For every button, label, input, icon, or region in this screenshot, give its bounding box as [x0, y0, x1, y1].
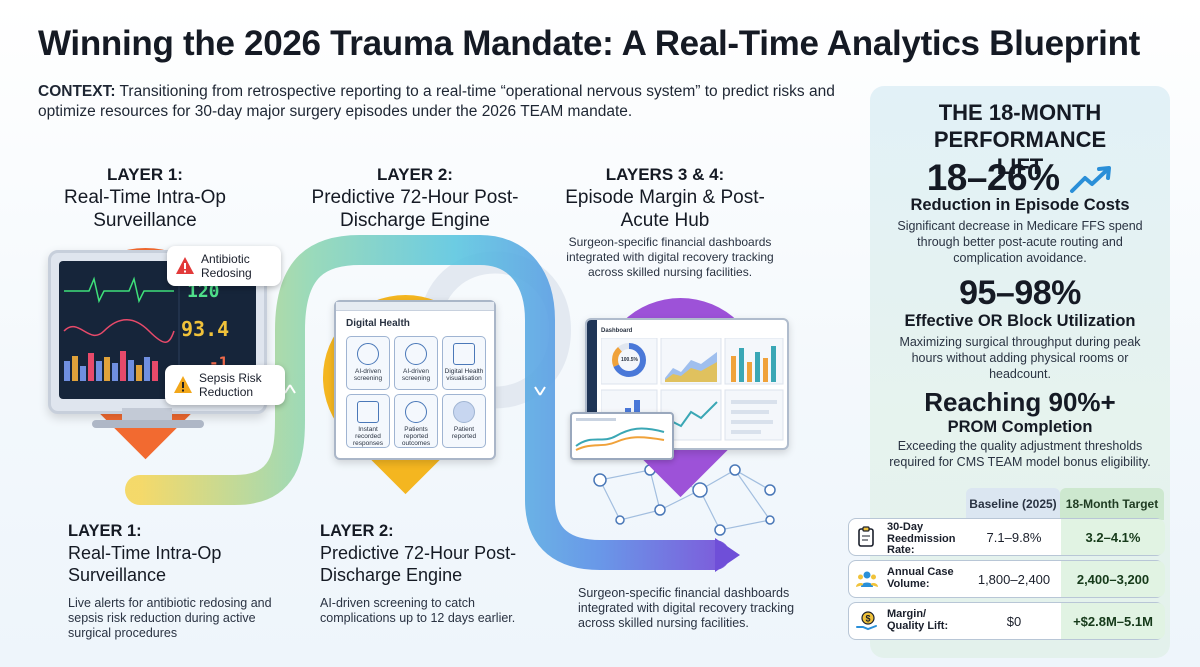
layer1-name: Real-Time Intra-Op Surveillance — [64, 187, 226, 231]
context-text: CONTEXT: Transitioning from retrospectiv… — [38, 82, 838, 122]
metric-cost-reduction-desc: Significant decrease in Medicare FFS spe… — [897, 219, 1143, 265]
tile-label: Instant recorded responses — [353, 426, 383, 447]
metric-value: 18–26% — [926, 157, 1060, 198]
dashboard-widgets — [601, 338, 784, 441]
metric-cost-reduction-label: Reduction in Episode Costs — [910, 196, 1130, 214]
app-title: Digital Health — [346, 318, 410, 329]
puzzle-icon — [357, 401, 379, 423]
table-row: Annual Case Volume: 1,800–2,400 2,400–3,… — [848, 560, 1165, 598]
metric-or-utilization-label: Effective OR Block Utilization — [904, 312, 1136, 330]
vital-heart-rate: 120 — [187, 281, 220, 302]
digital-health-app: Digital Health AI-driven screening AI-dr… — [334, 300, 496, 460]
tile-screening-2[interactable]: AI-driven screening — [394, 336, 438, 390]
table-row: 30-Day Reedmission Rate: 7.1–9.8% 3.2–4.… — [848, 518, 1165, 556]
panel-heading: THE 18-MONTH PERFORMANCE LIFT — [933, 100, 1107, 179]
tile-outcomes[interactable]: Patients reported outcomes — [394, 394, 438, 448]
tile-screening[interactable]: AI-driven screening — [346, 336, 390, 390]
metric-or-utilization-desc: Maximizing surgical throughput during pe… — [899, 335, 1141, 381]
metric-prom-desc: Exceeding the quality adjustment thresho… — [889, 439, 1151, 469]
table-row: $ Margin/ Quality Lift: $0 +$2.8M–5.1M — [848, 602, 1165, 640]
alert-text: Antibiotic Redosing — [201, 252, 252, 280]
trend-up-icon — [1070, 166, 1112, 194]
layer1-bottom-block: LAYER 1: Real-Time Intra-Op Surveillance… — [68, 520, 278, 641]
laptop-chart — [570, 412, 674, 460]
context-label: CONTEXT: — [38, 83, 116, 100]
layer1-bottom-description: Live alerts for antibiotic redosing and … — [68, 596, 272, 640]
dollar-hand-icon: $ — [856, 611, 877, 631]
metric-or-utilization-value: 95–98% — [959, 274, 1081, 312]
row-baseline: 7.1–9.8% — [986, 529, 1042, 545]
layer2-bottom-tag: LAYER 2: — [320, 522, 394, 540]
person-icon — [405, 343, 427, 365]
svg-text:$: $ — [865, 614, 870, 624]
clipboard-icon — [453, 343, 475, 365]
layer3-tag: LAYERS 3 & 4: — [605, 165, 725, 184]
tile-visualisation[interactable]: Digital Health visualisation — [442, 336, 486, 390]
row-baseline: $0 — [1006, 613, 1022, 629]
layer1-tag: LAYER 1: — [107, 165, 183, 184]
layer3-name: Episode Margin & Post-Acute Hub — [565, 187, 765, 231]
metric-cost-reduction-value: 18–26% — [870, 157, 1170, 199]
flow-arrowhead — [715, 538, 740, 572]
row-baseline: 1,800–2,400 — [977, 571, 1051, 587]
app-titlebar — [336, 302, 494, 311]
header-target: 18-Month Target — [1060, 488, 1164, 520]
row-target: +$2.8M–5.1M — [1061, 603, 1165, 639]
warning-icon — [174, 376, 192, 393]
layer2-bottom-name: Predictive 72-Hour Post-Discharge Engine — [320, 543, 517, 585]
tile-label: Digital Health visualisation — [444, 368, 484, 382]
page-title: Winning the 2026 Trauma Mandate: A Real-… — [38, 24, 1141, 63]
warning-icon — [176, 257, 194, 274]
monitor-stand — [122, 408, 172, 422]
layer1-bottom-tag: LAYER 1: — [68, 522, 142, 540]
metric-prom-label: PROM Completion — [947, 418, 1093, 436]
performance-table: Baseline (2025) 18-Month Target 30-Day R… — [848, 488, 1170, 640]
layer2-bottom-description: AI-driven screening to catch complicatio… — [320, 596, 516, 625]
dashboard-title: Dashboard — [601, 328, 633, 334]
trend-chart — [575, 418, 665, 451]
vital-temperature: 93.4 — [181, 317, 230, 341]
context-body: Transitioning from retrospective reporti… — [38, 83, 835, 120]
smiley-icon — [405, 401, 427, 423]
tile-label: AI-driven screening — [353, 368, 383, 382]
dashboard-sidebar — [587, 320, 597, 448]
heart-icon — [357, 343, 379, 365]
row-label: Annual Case Volume: — [887, 566, 954, 590]
layer2-bottom-block: LAYER 2: Predictive 72-Hour Post-Dischar… — [320, 520, 550, 626]
row-label: Margin/ Quality Lift: — [887, 608, 949, 632]
tile-responses[interactable]: Instant recorded responses — [346, 394, 390, 448]
tile-label: Patients reported outcomes — [401, 426, 431, 447]
alert-sepsis-risk[interactable]: Sepsis Risk Reduction — [165, 365, 285, 405]
chat-icon — [453, 401, 475, 423]
tile-label: AI-driven screening — [401, 368, 431, 382]
layer3-top-description: Surgeon-specific financial dashboards in… — [566, 235, 774, 279]
tile-label: Patient reported — [451, 426, 477, 440]
layer2-tag: LAYER 2: — [377, 165, 453, 184]
donut-label: 100.5% — [621, 357, 638, 363]
layer3-top-heading: LAYERS 3 & 4: Episode Margin & Post-Acut… — [565, 163, 765, 232]
row-target: 2,400–3,200 — [1061, 561, 1165, 597]
layer2-name: Predictive 72-Hour Post-Discharge Engine — [311, 187, 519, 231]
alert-antibiotic-redosing[interactable]: Antibiotic Redosing — [167, 246, 281, 286]
monitor-base — [92, 420, 204, 428]
alert-text: Sepsis Risk Reduction — [199, 371, 262, 399]
layer1-top-heading: LAYER 1: Real-Time Intra-Op Surveillance — [55, 163, 235, 232]
clipboard-icon — [858, 526, 874, 547]
tile-patient-reported[interactable]: Patient reported — [442, 394, 486, 448]
layer1-bottom-name: Real-Time Intra-Op Surveillance — [68, 543, 222, 585]
layer3-bottom-description: Surgeon-specific financial dashboards in… — [578, 586, 795, 630]
people-icon — [856, 571, 878, 587]
header-baseline: Baseline (2025) — [966, 488, 1060, 520]
row-target: 3.2–4.1% — [1061, 519, 1165, 555]
flow-path — [125, 235, 730, 570]
metric-prom-value: Reaching 90%+ — [924, 387, 1116, 417]
row-label: 30-Day Reedmission Rate: — [887, 521, 956, 556]
layer2-top-heading: LAYER 2: Predictive 72-Hour Post-Dischar… — [300, 163, 530, 232]
